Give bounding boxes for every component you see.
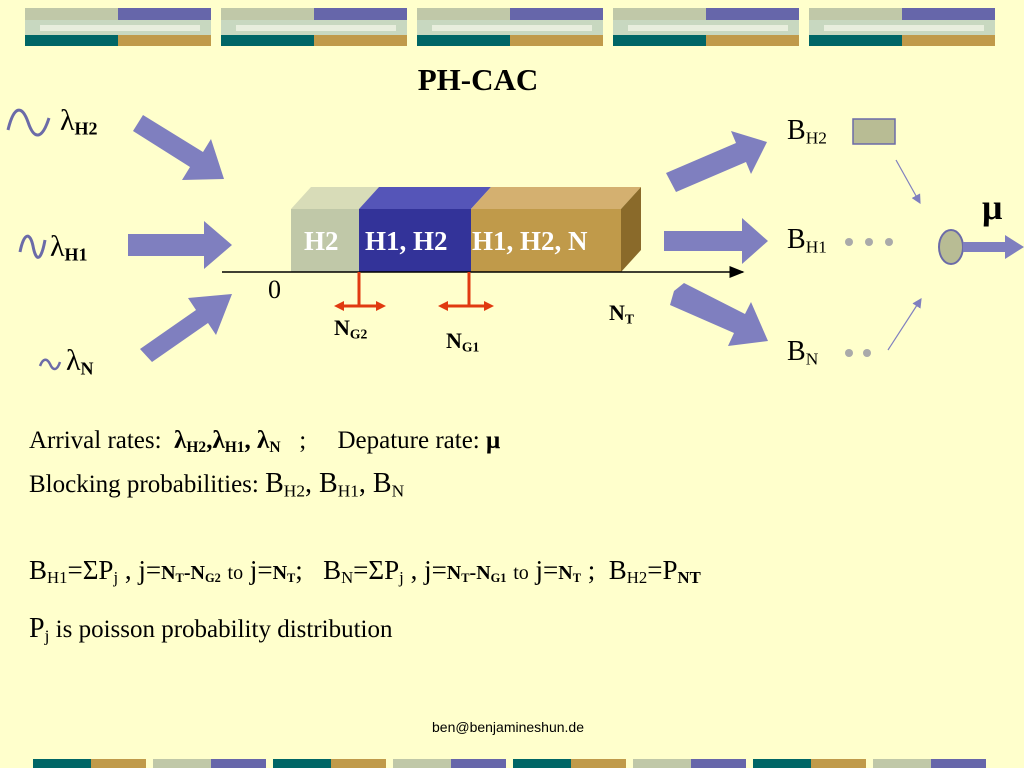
blocking-probabilities-line: Blocking probabilities: BH2, BH1, BN bbox=[29, 468, 405, 501]
diagram-graphics bbox=[6, 108, 1024, 371]
threshold-marker-ng2 bbox=[334, 272, 386, 311]
arrival-rates-line: Arrival rates: λH2,λH1, λN ; Depature ra… bbox=[29, 427, 501, 456]
sine-wave-icon bbox=[18, 234, 47, 259]
axis-origin-label: 0 bbox=[268, 275, 281, 304]
page-title: PH-CAC bbox=[417, 62, 539, 97]
ellipsis-dots bbox=[845, 349, 871, 357]
sine-wave-icon bbox=[38, 358, 62, 371]
blocking-label-n: BN bbox=[787, 336, 819, 369]
top-banner-tile bbox=[809, 8, 995, 46]
arrival-label-n: λN bbox=[66, 344, 94, 379]
departure-rate-symbol: μ bbox=[982, 187, 1003, 227]
blocking-arrow-h1 bbox=[664, 218, 768, 264]
threshold-label-ng2: NG2 bbox=[334, 315, 368, 342]
bottom-banner bbox=[33, 759, 986, 768]
top-banner-tile bbox=[221, 8, 407, 46]
arrival-arrow-h2 bbox=[133, 115, 224, 180]
blocked-h2-box bbox=[852, 118, 896, 145]
queue-top-face bbox=[359, 187, 491, 209]
thin-arrow bbox=[887, 297, 922, 351]
top-banner-tile bbox=[25, 8, 211, 46]
formula-line: BH1=ΣPj , j=NT-NG2 to j=NT; BN=ΣPj , j=N… bbox=[29, 555, 701, 588]
arrival-label-h1: λH1 bbox=[50, 230, 88, 265]
queue-segment-label: H2 bbox=[304, 226, 339, 256]
queue-top-face bbox=[291, 187, 379, 209]
ellipsis-dots bbox=[845, 238, 893, 246]
arrival-arrow-h1 bbox=[128, 221, 232, 269]
threshold-label-nt: NT bbox=[609, 300, 634, 327]
queue-segment-h1-h2 bbox=[359, 209, 471, 272]
queue-side-face bbox=[621, 187, 641, 272]
queue-segment-label: H1, H2, N bbox=[472, 226, 588, 256]
blocking-arrow-h2 bbox=[666, 131, 767, 192]
blocking-label-h1: BH1 bbox=[787, 224, 827, 257]
queue-segment-h1-h2-n bbox=[471, 209, 621, 272]
footer-email: ben@benjamineshun.de bbox=[432, 719, 584, 735]
top-banner bbox=[25, 8, 995, 46]
arrival-label-h2: λH2 bbox=[60, 104, 98, 139]
queue-top-face bbox=[471, 187, 641, 209]
top-banner-tile bbox=[417, 8, 603, 46]
sine-wave-icon bbox=[6, 108, 51, 137]
queue-segment-h2 bbox=[291, 209, 359, 272]
arrival-arrow-n bbox=[140, 294, 232, 362]
threshold-label-ng1: NG1 bbox=[446, 328, 480, 355]
blocking-arrow-n bbox=[670, 283, 768, 346]
poisson-line: Pj is poisson probability distribution bbox=[29, 613, 393, 646]
departure-arrow bbox=[963, 235, 1024, 259]
blocking-label-h2: BH2 bbox=[787, 115, 827, 148]
top-banner-tile bbox=[613, 8, 799, 46]
queue-segment-label: H1, H2 bbox=[365, 226, 448, 256]
server-ellipse-icon bbox=[938, 229, 964, 265]
threshold-marker-ng1 bbox=[438, 272, 494, 311]
thin-arrow bbox=[895, 159, 921, 205]
